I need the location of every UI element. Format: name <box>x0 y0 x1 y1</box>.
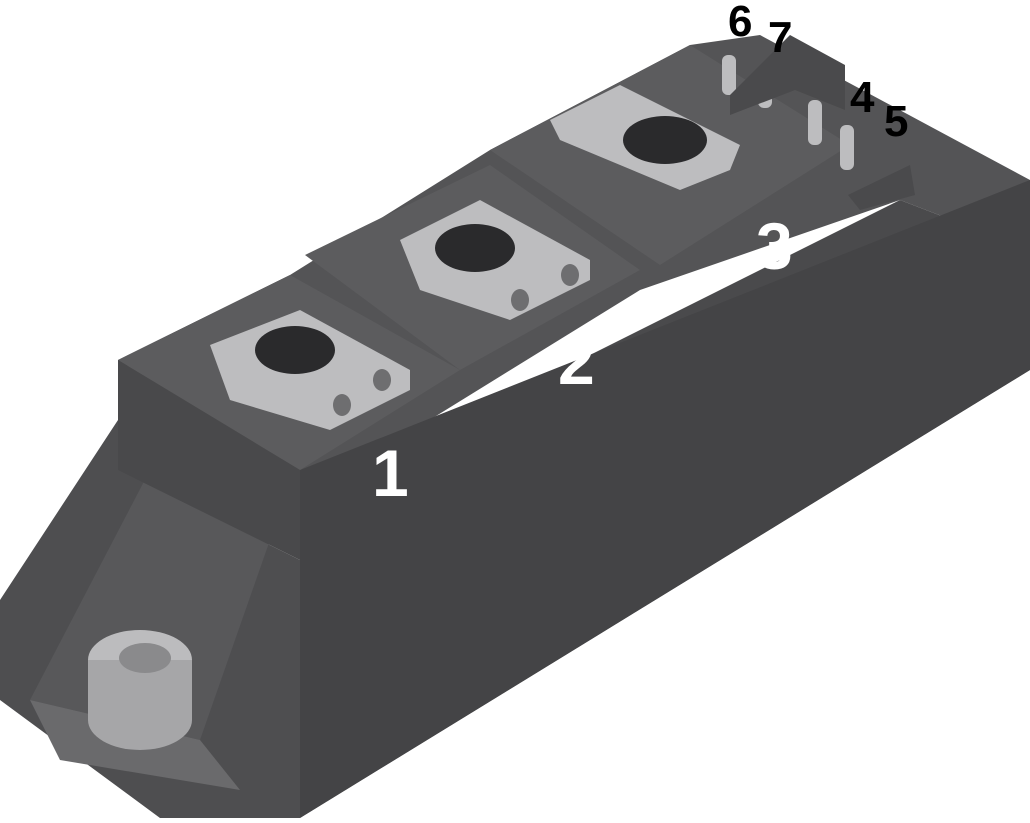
terminal-2-hole <box>435 224 515 272</box>
terminal-3-hole <box>623 116 707 164</box>
aux-housing-lower <box>848 165 915 210</box>
aux-pin-4 <box>808 100 822 145</box>
terminal-label-4: 4 <box>850 73 875 122</box>
aux-pin-6 <box>722 55 736 95</box>
terminal-1-screw-b <box>373 369 391 391</box>
module-front-face <box>300 180 1030 818</box>
terminal-label-6: 6 <box>728 0 753 46</box>
terminal-label-5: 5 <box>884 97 909 146</box>
mounting-boss-bottom <box>88 690 192 750</box>
terminal-label-3: 3 <box>756 209 793 283</box>
terminal-2-screw-a <box>511 289 529 311</box>
block-1-front <box>118 360 300 560</box>
terminal-1-screw-a <box>333 394 351 416</box>
aux-housing-upper <box>730 35 845 115</box>
terminal-label-2: 2 <box>558 324 595 398</box>
aux-pin-5 <box>840 125 854 170</box>
terminal-2-screw-b <box>561 264 579 286</box>
terminal-label-7: 7 <box>768 13 793 62</box>
terminal-1-hole <box>255 326 335 374</box>
mounting-hole <box>119 643 171 673</box>
terminal-label-1: 1 <box>372 436 409 510</box>
